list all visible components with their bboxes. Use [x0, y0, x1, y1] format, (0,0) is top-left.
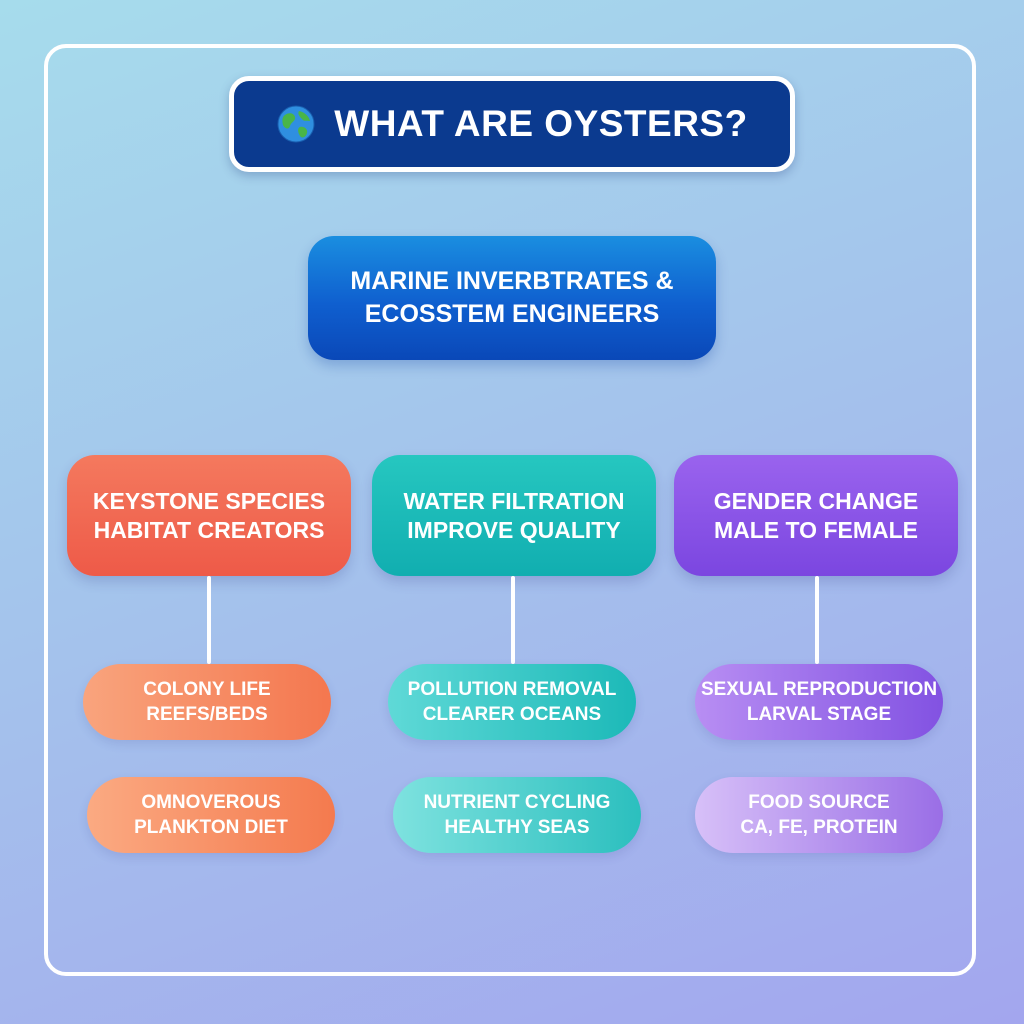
category-node-line-1: GENDER CHANGE [713, 487, 919, 514]
leaf-node-line-1: COLONY LIFE [143, 679, 271, 700]
category-node-line-2: IMPROVE QUALITY [407, 516, 621, 543]
leaf-node-line-1: FOOD SOURCE [748, 792, 890, 813]
leaf-node-line-1: OMNOVEROUS [141, 792, 281, 813]
page-title: WHAT ARE OYSTERS? [334, 103, 748, 144]
leaf-node-line-2: LARVAL STAGE [746, 704, 892, 725]
category-node-line-2: HABITAT CREATORS [93, 516, 325, 543]
leaf-node-diet: OMNOVEROUS PLANKTON DIET [87, 777, 335, 853]
leaf-node-line-2: REEFS/BEDS [146, 704, 268, 725]
leaf-node-pollution-removal: POLLUTION REMOVAL CLEARER OCEANS [388, 664, 636, 740]
leaf-node-food-source: FOOD SOURCE CA, FE, PROTEIN [695, 777, 943, 853]
diagram-frame [44, 44, 976, 976]
leaf-node-line-2: CLEARER OCEANS [422, 704, 602, 725]
title-banner: WHAT ARE OYSTERS? [229, 76, 795, 172]
root-node: MARINE INVERBTRATES & ECOSSTEM ENGINEERS [308, 236, 716, 360]
leaf-node-colony-life: COLONY LIFE REEFS/BEDS [83, 664, 331, 740]
leaf-node-nutrient-cycling: NUTRIENT CYCLING HEALTHY SEAS [393, 777, 641, 853]
leaf-node-line-2: CA, FE, PROTEIN [740, 817, 898, 838]
root-node-line-2: ECOSSTEM ENGINEERS [364, 300, 660, 328]
category-node-line-2: MALE TO FEMALE [713, 516, 918, 543]
root-node-line-1: MARINE INVERBTRATES & [350, 267, 674, 295]
connector-line [207, 576, 211, 664]
leaf-node-line-2: PLANKTON DIET [134, 817, 288, 838]
connector-line [511, 576, 515, 664]
category-node-keystone: KEYSTONE SPECIES HABITAT CREATORS [67, 455, 351, 576]
leaf-node-line-1: POLLUTION REMOVAL [407, 679, 617, 700]
category-node-filtration: WATER FILTRATION IMPROVE QUALITY [372, 455, 656, 576]
leaf-node-line-1: SEXUAL REPRODUCTION [700, 679, 938, 700]
category-node-gender: GENDER CHANGE MALE TO FEMALE [674, 455, 958, 576]
leaf-node-reproduction: SEXUAL REPRODUCTION LARVAL STAGE [695, 664, 943, 740]
connector-line [815, 576, 819, 664]
category-node-line-1: KEYSTONE SPECIES [92, 487, 326, 514]
leaf-node-line-2: HEALTHY SEAS [444, 817, 590, 838]
category-node-line-1: WATER FILTRATION [403, 487, 625, 514]
globe-icon [276, 104, 316, 144]
leaf-node-line-1: NUTRIENT CYCLING [423, 792, 611, 813]
